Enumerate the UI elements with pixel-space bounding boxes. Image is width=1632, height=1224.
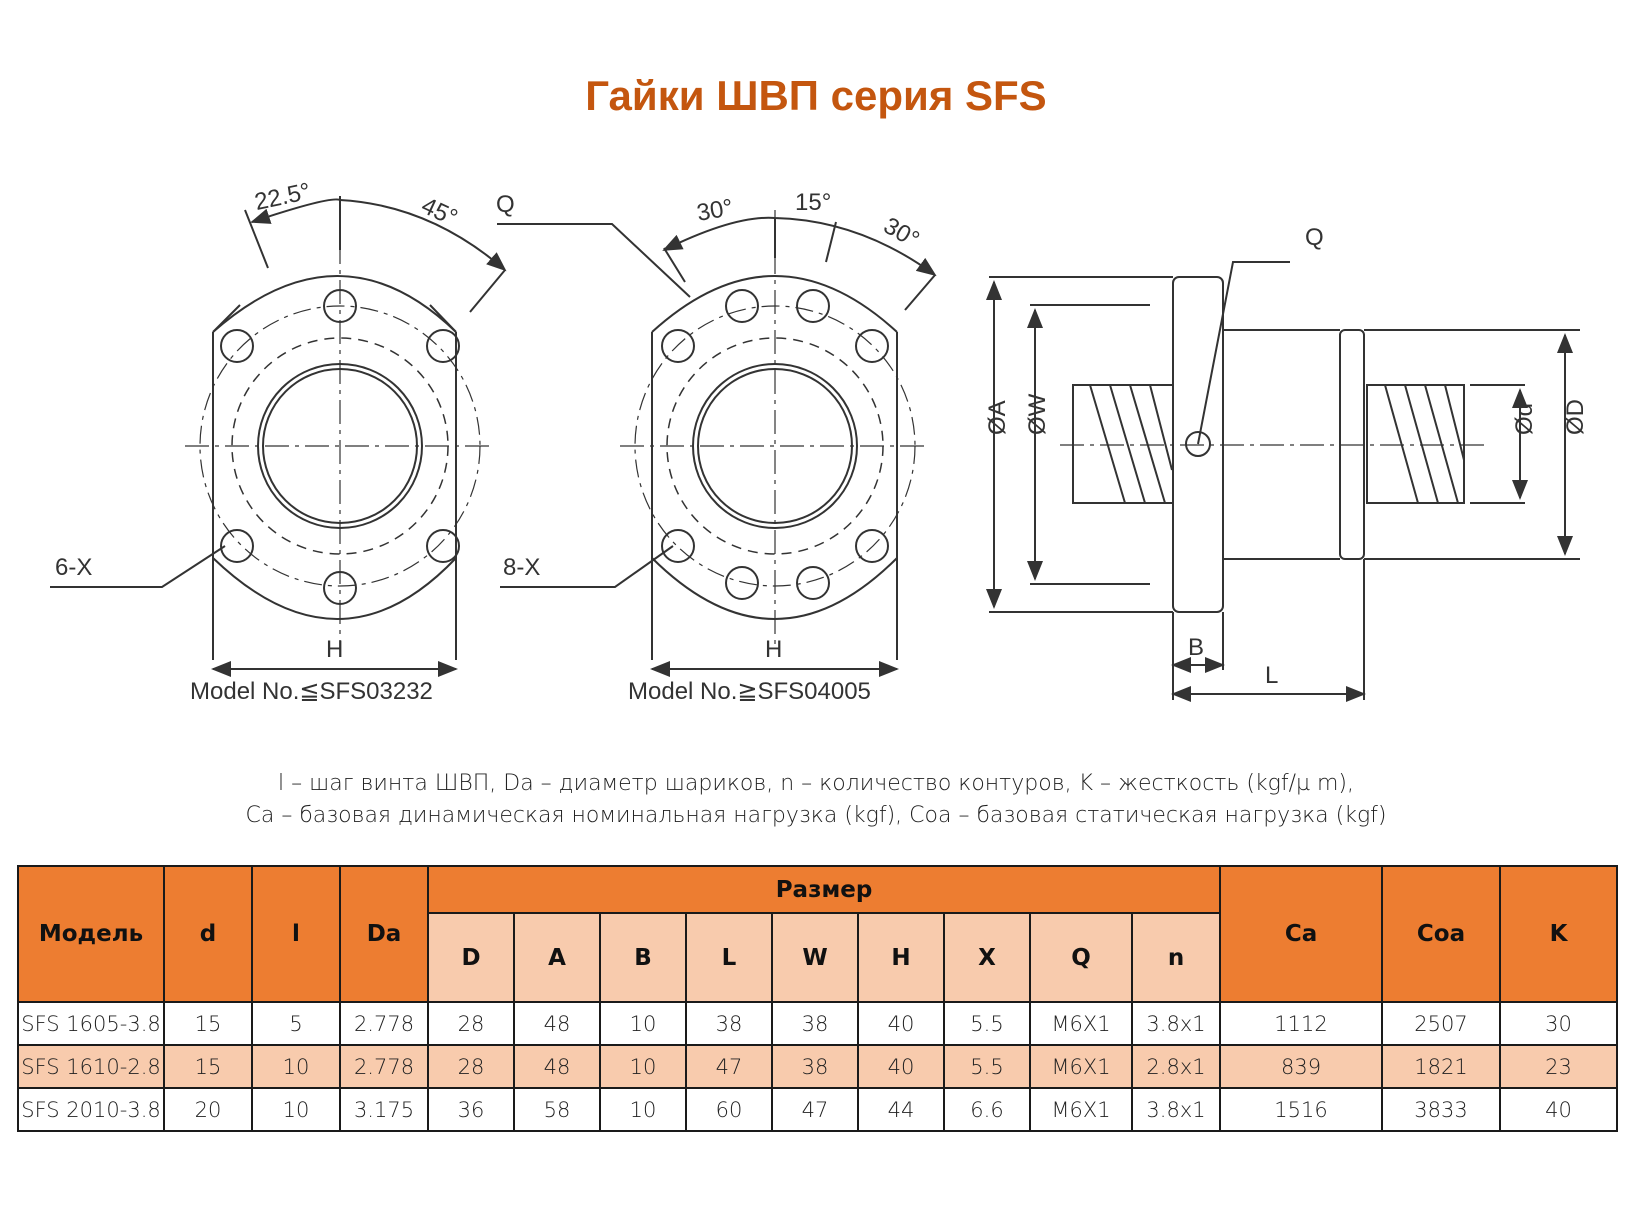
dia-a-label: ØA [984,400,1011,435]
table-cell: 15 [163,1044,253,1089]
table-cell: 38 [685,1001,773,1046]
header-size-group: Размер [426,865,1222,914]
width-label-h-1: H [326,636,343,663]
subheader-B: B [599,912,687,1003]
l-label: L [1265,662,1278,689]
q-label-side: Q [1305,224,1324,251]
subheader-A: A [513,912,601,1003]
header-coa: Coa [1381,865,1502,1003]
dia-d-large-label: ØD [1562,399,1589,435]
angle-label-30-left: 30° [695,194,735,227]
table-cell: 2.8x1 [1130,1044,1222,1089]
table-cell: 20 [163,1087,253,1132]
header-ca: Ca [1219,865,1384,1003]
angle-label-45: 45° [417,192,461,232]
table-cell: 5.5 [943,1001,1031,1046]
table-cell: 10 [251,1087,341,1132]
table-cell: 5.5 [943,1044,1031,1089]
legend-line-1: l – шаг винта ШВП, Da – диаметр шариков,… [277,771,1354,796]
table-cell: 1112 [1219,1001,1384,1046]
table-cell: 2507 [1381,1001,1502,1046]
table-cell: 60 [685,1087,773,1132]
table-cell: 15 [163,1001,253,1046]
header-da: Da [339,865,429,1003]
table-cell: 10 [251,1044,341,1089]
table-cell: 58 [513,1087,601,1132]
subheader-n: n [1130,912,1222,1003]
subheader-H: H [857,912,945,1003]
table-cell: 5 [251,1001,341,1046]
table-cell: 38 [771,1001,859,1046]
table-cell: 1821 [1381,1044,1502,1089]
subheader-D: D [427,912,515,1003]
page-title: Гайки ШВП серия SFS [585,72,1047,119]
table-cell: 839 [1219,1044,1384,1089]
header-k: K [1499,865,1619,1003]
width-label-h-2: H [765,636,782,663]
q-label-view2: Q [496,191,515,218]
b-label: B [1188,634,1204,661]
subheader-L: L [685,912,773,1003]
table-cell: 2.778 [339,1044,429,1089]
header-l: l [251,865,341,1003]
table-cell: 36 [427,1087,515,1132]
holes-label-6x: 6-X [55,554,92,581]
spec-table: Модель d l Da Размер Ca Coa K D A B L W … [17,865,1619,1132]
table-cell: 38 [771,1044,859,1089]
cell-model: SFS 1605-3.8 [17,1001,165,1046]
angle-label-15: 15° [795,189,831,216]
cell-model: SFS 2010-3.8 [17,1087,165,1132]
table-cell: 10 [599,1001,687,1046]
table-cell: 48 [513,1044,601,1089]
table-cell: 3.175 [339,1087,429,1132]
table-cell: 1516 [1219,1087,1384,1132]
table-cell: 28 [427,1044,515,1089]
table-cell: 6.6 [943,1087,1031,1132]
side-view [986,261,1580,702]
subheader-W: W [771,912,859,1003]
table-cell: 40 [1499,1087,1619,1132]
subheader-X: X [943,912,1031,1003]
table-cell: 3.8x1 [1130,1001,1222,1046]
table-cell: 40 [857,1044,945,1089]
table-cell: 47 [771,1087,859,1132]
table-cell: M6X1 [1029,1087,1133,1132]
model-caption-1: Model No.≦SFS03232 [190,678,433,705]
header-d: d [163,865,253,1003]
angle-label-22-5: 22.5° [252,178,313,216]
front-view-6-hole [50,196,507,677]
subheader-Q: Q [1029,912,1133,1003]
table-cell: 3.8x1 [1130,1087,1222,1132]
technical-drawing: 22.5° 45° 6-X H Model No.≦SFS03232 Q 30°… [0,150,1632,730]
drawing-svg: 22.5° 45° 6-X H Model No.≦SFS03232 Q 30°… [50,178,1589,705]
legend-line-2: Ca – базовая динамическая номинальная на… [245,803,1387,828]
cell-model: SFS 1610-2.8 [17,1044,165,1089]
header-model: Модель [17,865,165,1003]
model-caption-2: Model No.≧SFS04005 [628,678,871,705]
angle-label-30-right: 30° [879,212,924,254]
table-cell: 23 [1499,1044,1619,1089]
front-view-8-hole [497,210,937,677]
table-cell: 40 [857,1001,945,1046]
table-cell: 48 [513,1001,601,1046]
table-cell: 30 [1499,1001,1619,1046]
dia-w-label: ØW [1024,393,1051,435]
table-cell: 10 [599,1044,687,1089]
table-cell: 28 [427,1001,515,1046]
dia-d-small-label: Ød [1511,403,1538,435]
legend: l – шаг винта ШВП, Da – диаметр шариков,… [0,768,1632,832]
table-cell: 3833 [1381,1087,1502,1132]
table-cell: 47 [685,1044,773,1089]
table-cell: 44 [857,1087,945,1132]
table-cell: M6X1 [1029,1044,1133,1089]
table-cell: 10 [599,1087,687,1132]
table-cell: 2.778 [339,1001,429,1046]
holes-label-8x: 8-X [503,554,540,581]
table-cell: M6X1 [1029,1001,1133,1046]
